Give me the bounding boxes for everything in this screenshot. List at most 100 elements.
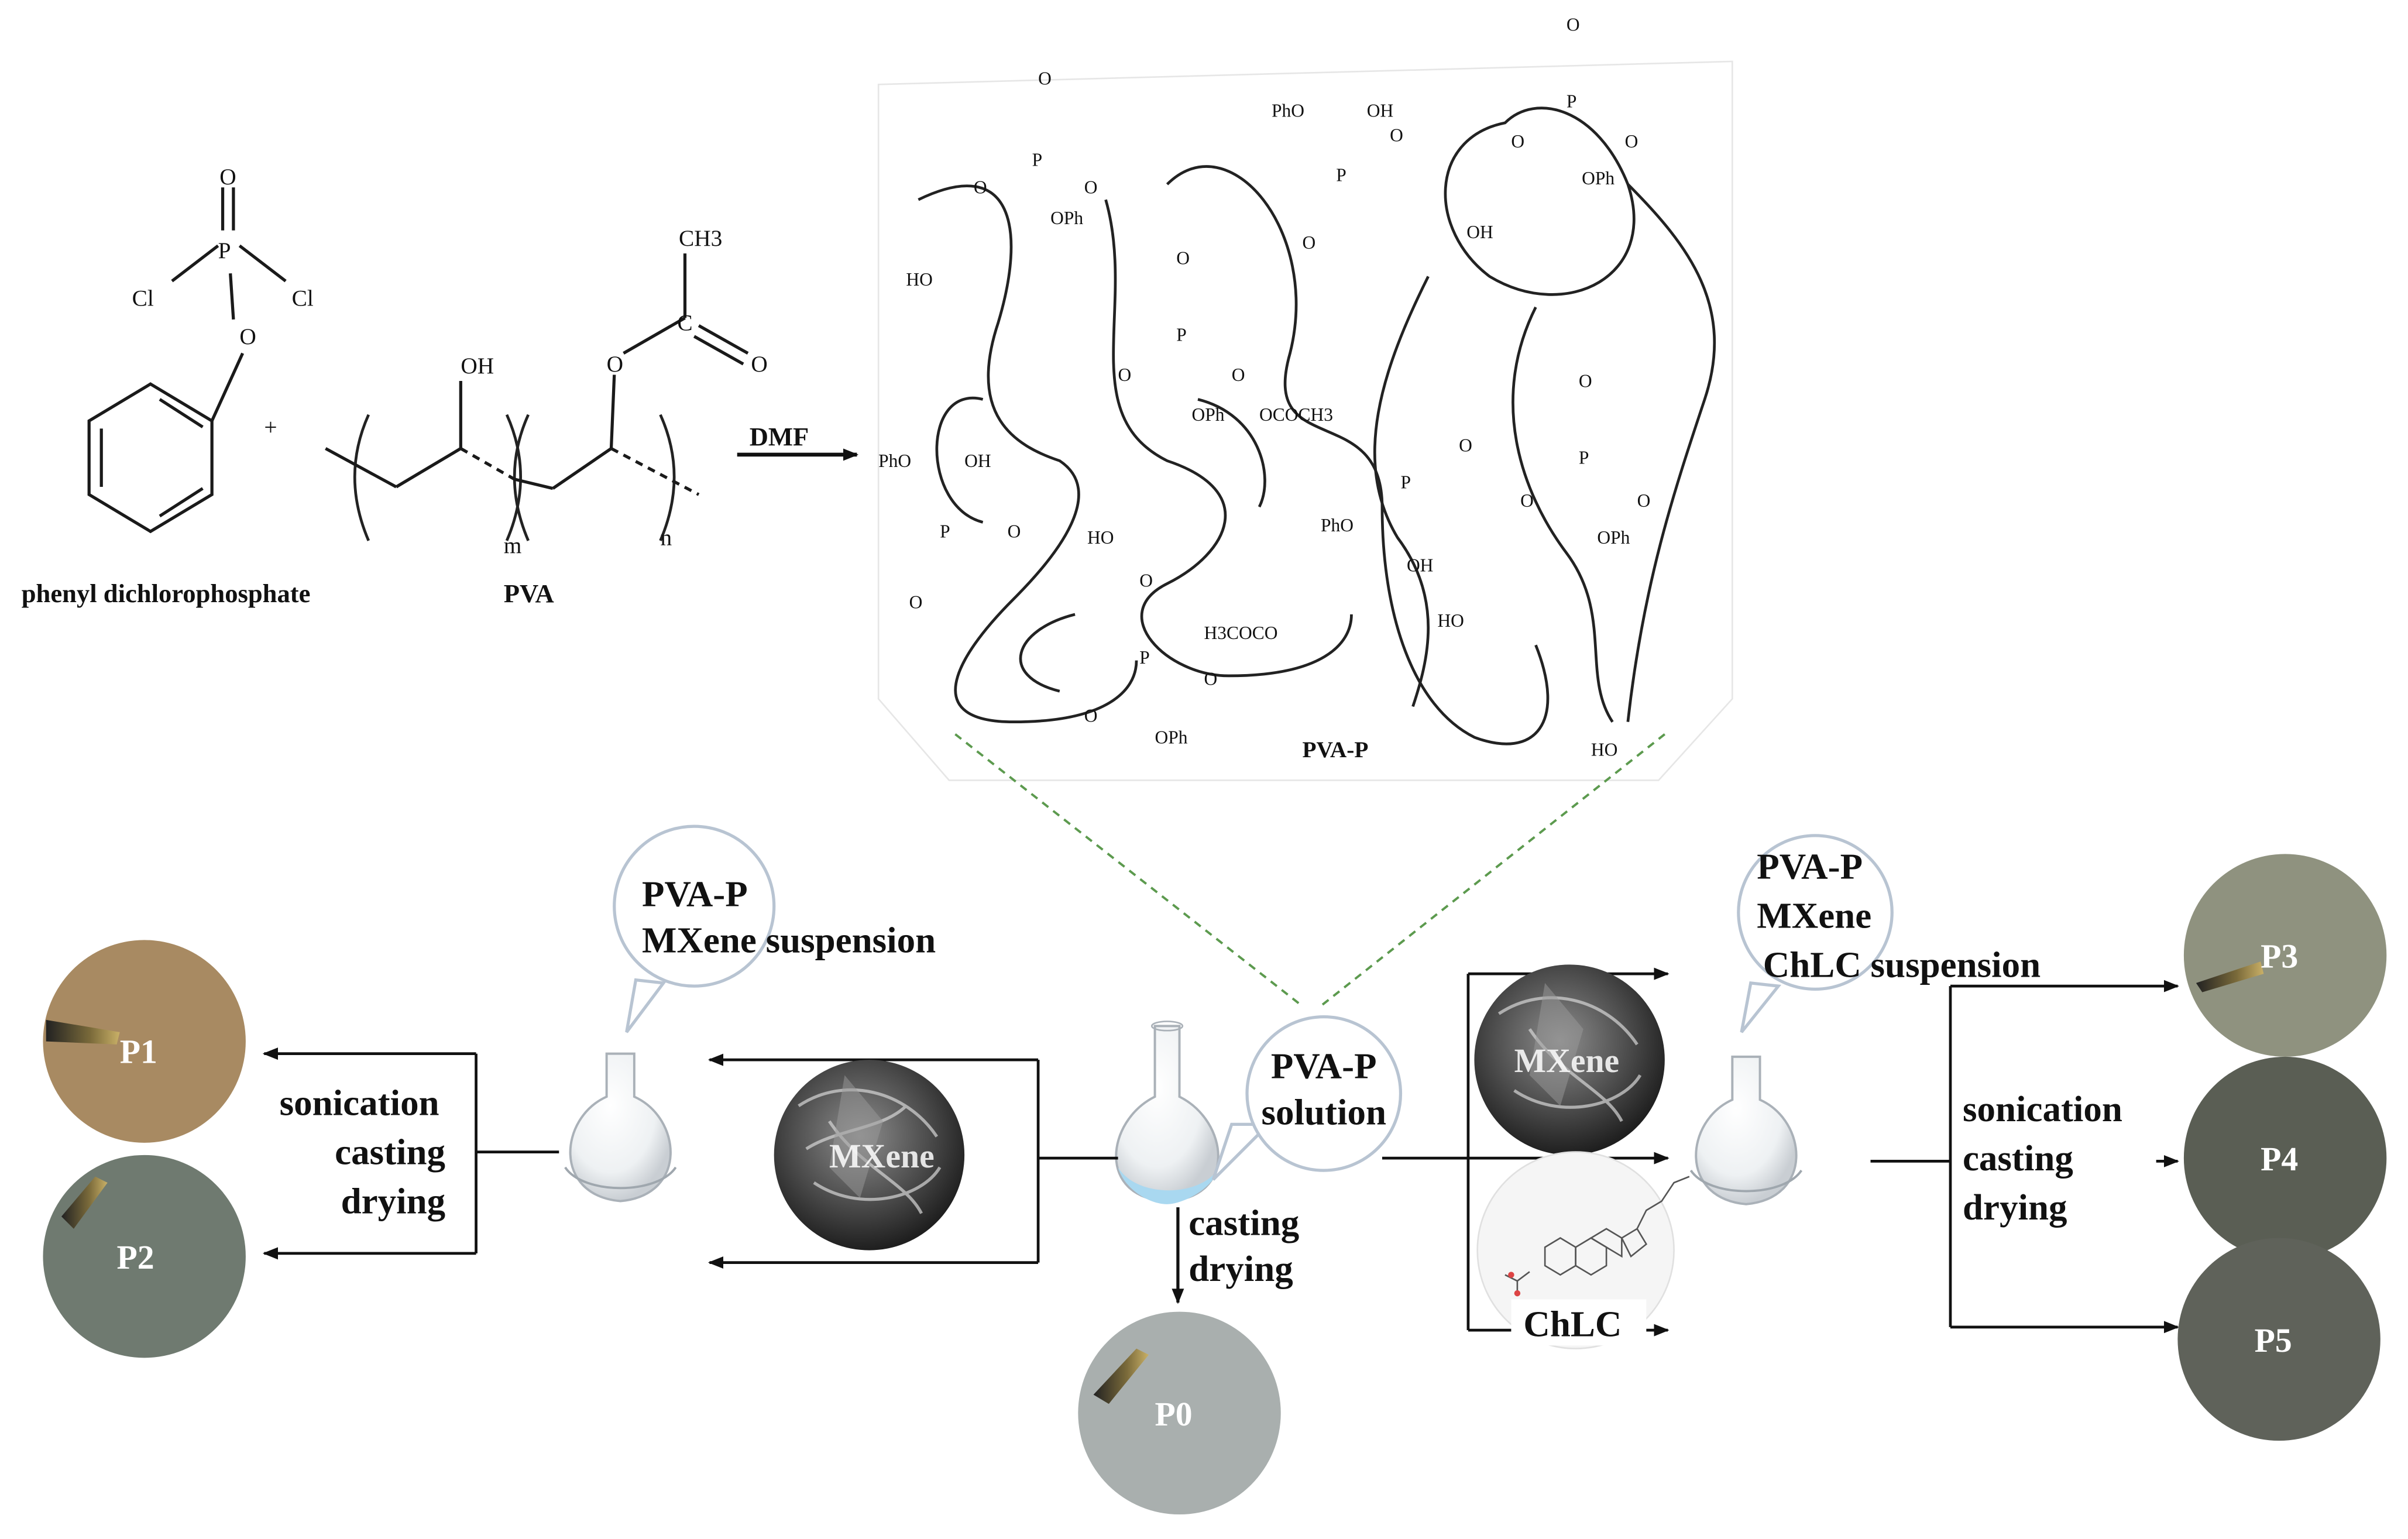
atom-o-label: O bbox=[239, 324, 256, 349]
atom-pho-label: PhO bbox=[878, 451, 911, 471]
atom-oph-label: OPh bbox=[1192, 404, 1225, 425]
right-bubble-line3: ChLC suspension bbox=[1763, 944, 2041, 985]
sample-p5: P5 bbox=[2177, 1238, 2380, 1441]
atom-oph-label: OPh bbox=[1050, 208, 1083, 228]
mxene-label-right: MXene bbox=[1514, 1043, 1620, 1080]
sample-p4-label: P4 bbox=[2261, 1141, 2298, 1178]
sample-p1: P1 bbox=[43, 940, 246, 1143]
zoom-connector-right bbox=[1320, 733, 1666, 1007]
atom-cl-label: Cl bbox=[132, 285, 154, 311]
zoom-connector-left bbox=[954, 733, 1303, 1007]
atom-o-label: O bbox=[1008, 521, 1021, 542]
atom-o-label: O bbox=[1520, 490, 1534, 511]
phenyl-dichlorophosphate-label: phenyl dichlorophosphate bbox=[22, 579, 311, 608]
atom-o-label: O bbox=[1390, 125, 1403, 145]
solvent-label: DMF bbox=[750, 422, 809, 451]
left-step-drying: drying bbox=[341, 1181, 445, 1222]
center-bubble-line1: PVA-P bbox=[1271, 1046, 1377, 1087]
atom-o-label: O bbox=[1232, 365, 1245, 385]
mxene-image-left: MXene bbox=[774, 1060, 965, 1251]
sample-p2-label: P2 bbox=[116, 1239, 154, 1276]
left-flask bbox=[564, 1052, 677, 1203]
atom-o-label: O bbox=[1579, 370, 1592, 391]
atom-ococh3-label: OCOCH3 bbox=[1259, 404, 1333, 425]
chlc-image: ChLC bbox=[1476, 1151, 1690, 1349]
mxene-image-right: MXene bbox=[1474, 964, 1665, 1155]
center-step-drying: drying bbox=[1188, 1248, 1293, 1289]
atom-o-label: O bbox=[751, 351, 767, 377]
atom-o-label: O bbox=[1204, 669, 1218, 689]
atom-o-label: O bbox=[1084, 706, 1098, 726]
atom-p-label: P bbox=[1336, 165, 1346, 185]
left-step-casting: casting bbox=[335, 1132, 445, 1173]
subscript-n: n bbox=[660, 525, 672, 551]
pva-label: PVA bbox=[504, 579, 554, 608]
left-step-sonication: sonication bbox=[280, 1083, 439, 1124]
sample-p1-label: P1 bbox=[120, 1033, 157, 1070]
atom-pho-label: PhO bbox=[1321, 515, 1354, 535]
atom-p-label: P bbox=[218, 238, 231, 263]
atom-p-label: P bbox=[1579, 448, 1589, 468]
left-bubble-line1: PVA-P bbox=[642, 874, 748, 915]
atom-p-label: P bbox=[1139, 647, 1150, 668]
center-step-casting: casting bbox=[1188, 1202, 1299, 1243]
atom-oh-label: OH bbox=[1407, 555, 1433, 575]
right-bubble bbox=[1737, 834, 1894, 991]
right-step-casting: casting bbox=[1963, 1138, 2073, 1179]
atom-h3coco-label: H3COCO bbox=[1204, 623, 1278, 643]
phenyl-dichlorophosphate-structure: O P Cl Cl O bbox=[87, 164, 314, 534]
subscript-m: m bbox=[504, 533, 522, 558]
atom-ho-label: HO bbox=[1087, 527, 1114, 548]
atom-o-label: O bbox=[1176, 248, 1190, 268]
atom-o-label: O bbox=[1139, 571, 1153, 591]
right-step-drying: drying bbox=[1963, 1187, 2067, 1228]
right-bubble-line1: PVA-P bbox=[1757, 846, 1863, 887]
atom-oph-label: OPh bbox=[1582, 168, 1615, 188]
atom-o-label: O bbox=[909, 592, 923, 612]
atom-oph-label: OPh bbox=[1155, 727, 1188, 747]
sample-p3-label: P3 bbox=[2261, 939, 2298, 975]
right-bubble-line2: MXene bbox=[1757, 895, 1871, 936]
chlc-label: ChLC bbox=[1523, 1304, 1622, 1345]
pva-p-network: O P O O OPh PhO OH P O O O P O O OPh OH … bbox=[877, 14, 1733, 781]
center-bubble bbox=[1245, 1015, 1403, 1172]
atom-o-label: O bbox=[1567, 14, 1580, 35]
atom-oh-label: OH bbox=[1466, 222, 1493, 242]
atom-o-label: O bbox=[1084, 177, 1098, 198]
atom-oph-label: OPh bbox=[1597, 527, 1630, 548]
atom-p-label: P bbox=[1567, 91, 1577, 112]
atom-o-label: O bbox=[1459, 435, 1472, 456]
atom-o-label: O bbox=[1038, 68, 1052, 88]
atom-p-label: P bbox=[1176, 325, 1187, 345]
atom-o-label: O bbox=[607, 351, 623, 377]
atom-oh-label: OH bbox=[964, 451, 991, 471]
atom-ho-label: HO bbox=[1437, 610, 1464, 631]
atom-pho-label: PhO bbox=[1272, 100, 1304, 121]
atom-oh-label: OH bbox=[461, 353, 494, 379]
sample-p4: P4 bbox=[2183, 1056, 2387, 1260]
sample-p5-label: P5 bbox=[2255, 1322, 2292, 1359]
atom-o-label: O bbox=[1511, 131, 1524, 152]
mxene-label-left: MXene bbox=[829, 1138, 935, 1175]
atom-o-label: O bbox=[219, 164, 236, 190]
sample-p2: P2 bbox=[43, 1155, 246, 1358]
sample-p3: P3 bbox=[2183, 854, 2387, 1057]
atom-p-label: P bbox=[1400, 472, 1411, 493]
sample-p0: P0 bbox=[1078, 1311, 1281, 1515]
left-bubble bbox=[613, 825, 776, 988]
atom-o-label: O bbox=[1302, 232, 1315, 253]
right-flask bbox=[1689, 1055, 1803, 1205]
sample-p0-label: P0 bbox=[1155, 1396, 1193, 1433]
atom-oh-label: OH bbox=[1367, 100, 1393, 121]
atom-o-label: O bbox=[1625, 131, 1638, 152]
atom-cl-label: Cl bbox=[292, 285, 314, 311]
center-flask bbox=[1115, 1021, 1220, 1204]
benzene-ring bbox=[87, 382, 214, 534]
atom-o-label: O bbox=[974, 177, 987, 198]
atom-p-label: P bbox=[940, 521, 950, 542]
pva-structure: OH O C O CH3 m n bbox=[325, 225, 768, 558]
left-bubble-line2: MXene suspension bbox=[642, 919, 936, 960]
atom-o-label: O bbox=[1637, 490, 1651, 511]
atom-ho-label: HO bbox=[906, 269, 932, 290]
atom-o-label: O bbox=[1118, 365, 1132, 385]
